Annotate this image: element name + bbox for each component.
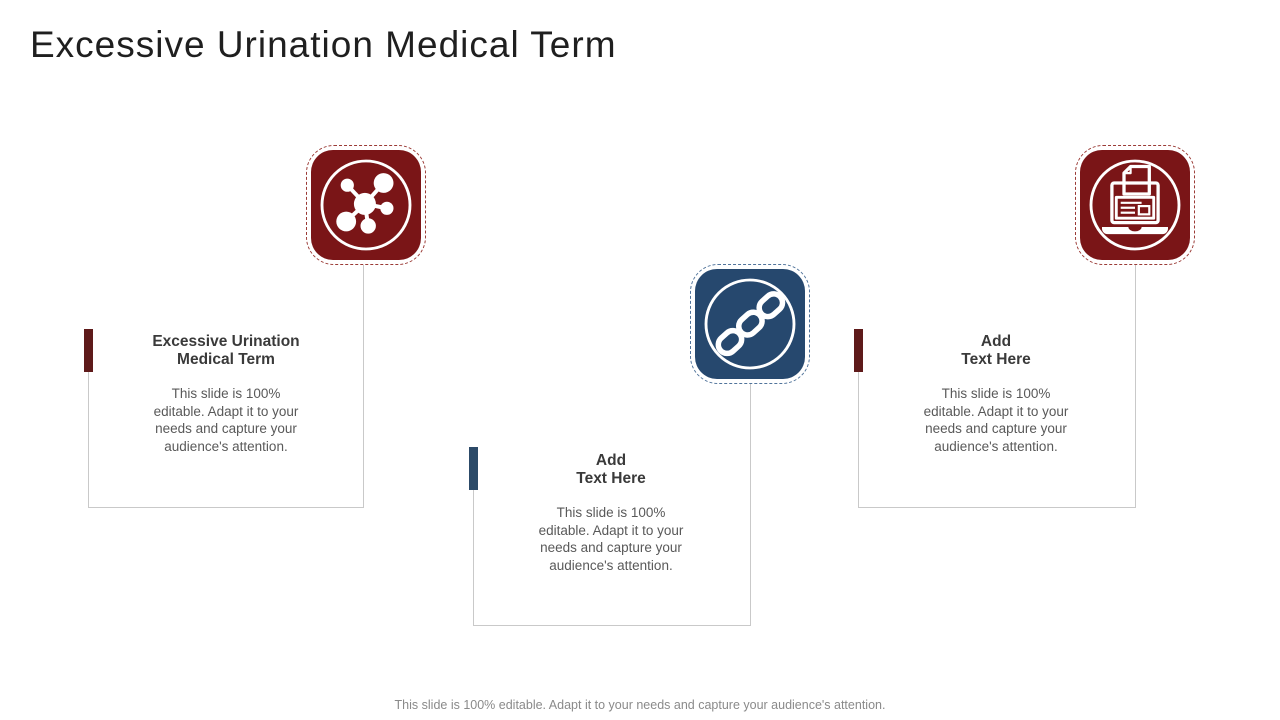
body-line: audience's attention. <box>934 438 1058 454</box>
body-line: editable. Adapt it to your <box>923 403 1069 419</box>
icon-badge[interactable] <box>1075 145 1195 265</box>
laptop-document-icon <box>1080 150 1190 260</box>
icon-badge[interactable] <box>306 145 426 265</box>
section-title-line2: Text Here <box>961 351 1031 368</box>
body-line: audience's attention. <box>549 557 673 573</box>
chain-link-icon <box>695 269 805 379</box>
connector-line <box>750 383 751 625</box>
section-title[interactable]: Add Text Here <box>481 452 741 488</box>
text-box-outline <box>858 371 1136 508</box>
text-box-outline <box>88 371 364 508</box>
section-title[interactable]: Excessive Urination Medical Term <box>96 333 356 369</box>
body-line: needs and capture your <box>925 421 1067 436</box>
accent-bar <box>854 329 863 372</box>
section-body[interactable]: This slide is 100% editable. Adapt it to… <box>116 385 336 455</box>
body-line: editable. Adapt it to your <box>153 403 299 419</box>
section-title-line2: Medical Term <box>177 351 275 368</box>
section-title-line1: Add <box>595 452 627 469</box>
body-line: needs and capture your <box>540 540 682 555</box>
body-line: This slide is 100% <box>171 386 281 401</box>
body-line: needs and capture your <box>155 421 297 436</box>
section-title-line2: Text Here <box>576 470 646 487</box>
text-box-outline <box>473 490 751 626</box>
section-title-line1: Excessive Urination <box>152 333 300 350</box>
body-line: editable. Adapt it to your <box>538 522 684 538</box>
accent-bar <box>469 447 478 490</box>
section-title-line1: Add <box>980 333 1012 350</box>
body-line: This slide is 100% <box>556 505 666 520</box>
section-body[interactable]: This slide is 100% editable. Adapt it to… <box>886 385 1106 455</box>
section-title[interactable]: Add Text Here <box>866 333 1126 369</box>
accent-bar <box>84 329 93 372</box>
connector-line <box>363 264 364 507</box>
footer-note: This slide is 100% editable. Adapt it to… <box>394 698 886 712</box>
icon-badge[interactable] <box>690 264 810 384</box>
molecule-network-icon <box>311 150 421 260</box>
section-body[interactable]: This slide is 100% editable. Adapt it to… <box>501 504 721 574</box>
connector-line <box>1135 264 1136 507</box>
body-line: This slide is 100% <box>941 386 1051 401</box>
body-line: audience's attention. <box>164 438 288 454</box>
slide-title[interactable]: Excessive Urination Medical Term <box>30 24 617 65</box>
